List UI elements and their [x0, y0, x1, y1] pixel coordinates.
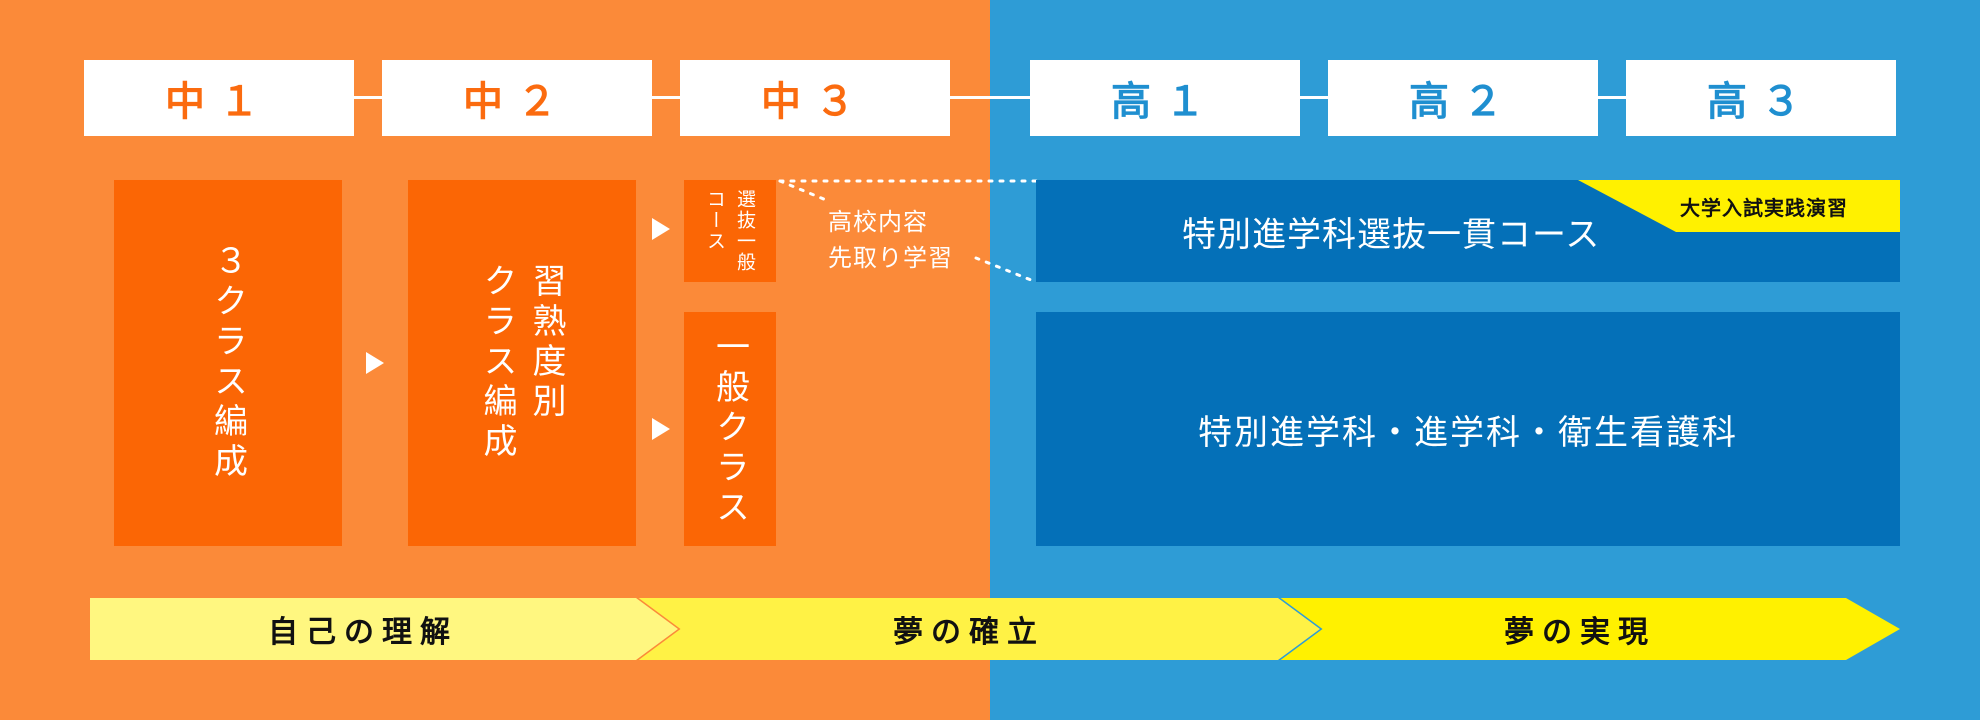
connector-m3-h1 — [950, 96, 1030, 99]
grade-header-h3: 高３ — [1626, 60, 1896, 136]
departments-label: 特別進学科・進学科・衛生看護科 — [1198, 412, 1738, 453]
connector-h1-h2 — [1300, 96, 1330, 99]
grade-header-m2: 中２ — [382, 60, 652, 136]
arrow-m2-select — [652, 218, 670, 240]
stage-label-dream-establishment: 夢の確立 — [893, 615, 1045, 650]
m2-class-label-line2: クラス編成 — [477, 263, 517, 463]
m3-select-line1: 選抜一般 — [734, 189, 756, 273]
stage-arrow-3 — [1278, 598, 1900, 660]
advance-study-note-line1: 高校内容 — [828, 208, 928, 236]
m3-general-class-label: 一般クラス — [709, 329, 750, 529]
arrow-m1-m2 — [366, 352, 384, 374]
special-course-label: 特別進学科選抜一貫コース — [1182, 214, 1601, 255]
m3-select-course-label: 選抜一般 コース — [700, 189, 760, 273]
stage-label-self-understanding: 自己の理解 — [268, 615, 458, 650]
m2-class-label-line1: 習熟度別 — [526, 263, 566, 423]
stage-arrow-1 — [90, 598, 678, 660]
connector-m1-m2 — [354, 96, 384, 99]
m2-class-label: 習熟度別 クラス編成 — [473, 263, 571, 463]
stage-arrow-2 — [636, 598, 1320, 660]
m3-select-course-box: 選抜一般 コース — [684, 180, 776, 282]
grade-header-h2: 高２ — [1328, 60, 1598, 136]
grade-header-m1: 中１ — [84, 60, 354, 136]
arrow-m2-general — [652, 418, 670, 440]
m3-general-class-box: 一般クラス — [684, 312, 776, 546]
m2-class-box: 習熟度別 クラス編成 — [408, 180, 636, 546]
m1-class-box: ３クラス編成 — [114, 180, 342, 546]
advance-study-note: 高校内容 先取り学習 — [828, 204, 953, 276]
exam-practice-badge: 大学入試実践演習 — [1680, 196, 1848, 220]
connector-m2-m3 — [652, 96, 682, 99]
dotted-line-note-bottom — [974, 256, 1038, 284]
advance-study-note-line2: 先取り学習 — [828, 244, 953, 272]
departments-box: 特別進学科・進学科・衛生看護科 — [1036, 312, 1900, 546]
m3-select-line2: コース — [704, 189, 726, 252]
grade-header-m3: 中３ — [680, 60, 950, 136]
dotted-line-note-top — [778, 179, 828, 202]
stage-label-dream-realization: 夢の実現 — [1504, 615, 1656, 650]
connector-h2-h3 — [1598, 96, 1628, 99]
grade-header-h1: 高１ — [1030, 60, 1300, 136]
m1-class-label: ３クラス編成 — [207, 243, 248, 483]
